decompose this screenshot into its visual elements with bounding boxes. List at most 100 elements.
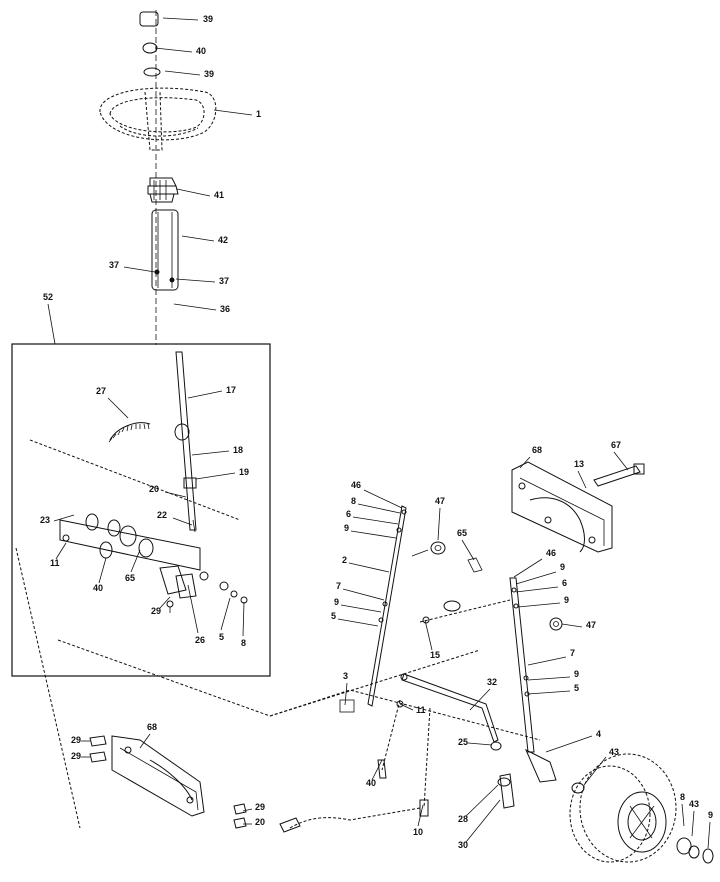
callout-label-c52: 52 [43,292,53,302]
callout-label-c43a: 43 [609,747,619,757]
callout-leader-c39b [164,70,201,76]
callout-label-c5c: 5 [574,683,579,693]
nut-part-47-left [411,541,446,557]
callout-leader-c52 [47,303,56,345]
callout-label-c5b: 5 [331,611,336,621]
callout-leader-c6b [515,586,559,593]
callout-leader-c13 [577,470,587,489]
front-wheel [569,753,677,863]
mounting-bracket-68-lower [111,735,205,817]
callout-leader-c43a [583,756,607,786]
callout-label-c29d: 29 [255,802,265,812]
callout-leader-c40c [371,759,383,781]
callout-label-c9a: 9 [344,523,349,533]
callout-leader-c27 [107,397,129,419]
callout-leader-c28 [465,784,499,817]
callout-label-c13: 13 [574,459,584,469]
callout-leader-c29d [242,808,253,812]
callout-leader-c68a [519,456,531,469]
callout-label-c28: 28 [458,814,468,824]
callout-label-c23: 23 [40,515,50,525]
callout-label-c41: 41 [214,190,224,200]
callout-label-c26: 26 [195,635,205,645]
callout-label-c37b: 37 [219,276,229,286]
callout-leader-c6a [352,516,399,525]
callout-label-c37a: 37 [109,260,119,270]
callout-leader-c25 [467,742,493,746]
callout-label-c4: 4 [596,729,601,739]
callout-leader-c43b [691,810,695,837]
callout-label-c42: 42 [218,235,228,245]
callout-label-c32: 32 [487,677,497,687]
bolt-part-29-bottom [233,803,247,815]
callout-label-c39b: 39 [204,69,214,79]
callout-label-c9c: 9 [560,562,565,572]
callout-label-c22: 22 [157,510,167,520]
callout-leader-c68b [139,733,151,749]
nut-part-47-right [549,617,563,631]
bolt-part-29-lower-b [89,751,107,763]
clip-part-25 [490,741,502,751]
steering-gear-inset [11,343,271,677]
callout-label-c29a: 29 [151,606,161,616]
callout-leader-c5b [337,618,379,627]
callout-leader-c7b [527,656,567,666]
callout-leader-c65b [461,539,475,561]
callout-label-c39a: 39 [203,14,213,24]
pivot-bar-part-23 [59,519,201,571]
callout-leader-c26 [187,584,199,634]
wheel-washers [676,837,714,864]
callout-label-c8b: 8 [351,496,356,506]
callout-label-c10: 10 [413,827,423,837]
callout-label-c25: 25 [458,737,468,747]
shaft-bushing [174,423,190,441]
callout-label-c17: 17 [226,385,236,395]
callout-label-c11a: 11 [50,558,60,568]
callout-label-c40b: 40 [93,583,103,593]
callout-leader-c9a [350,530,397,539]
steering-shaft-part-17 [175,351,197,531]
callout-label-c6a: 6 [346,509,351,519]
callout-leader-c39a [162,17,199,21]
callout-label-c65b: 65 [457,528,467,538]
callout-label-c9b: 9 [334,597,339,607]
screw-part-39-top [139,11,159,27]
callout-leader-c67 [613,451,629,471]
callout-label-c9f: 9 [708,810,713,820]
callout-label-c7b: 7 [570,648,575,658]
mounting-bracket-68 [511,461,613,553]
callout-leader-c19 [195,472,236,480]
spacer-part-65 [138,538,154,558]
callout-label-c27: 27 [96,386,106,396]
callout-leader-c41 [176,188,211,197]
callout-leader-c29a [159,596,171,609]
steering-boot [147,177,179,203]
callout-leader-c10 [417,804,424,827]
callout-leader-c4 [545,735,593,753]
callout-label-c5a: 5 [219,632,224,642]
callout-label-c1: 1 [256,109,261,119]
callout-leader-c22 [172,517,193,526]
callout-leader-c40b [98,557,107,584]
steering-arm-part-26 [159,565,187,595]
callout-label-c20b: 20 [255,817,265,827]
callout-leader-c5a [220,597,231,631]
callout-leader-c17 [187,390,223,399]
callout-label-c30: 30 [458,840,468,850]
callout-label-c47b: 47 [586,620,596,630]
callout-label-c7a: 7 [336,581,341,591]
callout-label-c46b: 46 [546,548,556,558]
bolt-part-29-lower-a [89,735,107,747]
callout-leader-c46b [513,558,543,578]
callout-label-c46a: 46 [351,480,361,490]
callout-label-c2: 2 [342,555,347,565]
insert-part-39 [143,67,161,77]
callout-leader-c37b [175,278,216,283]
callout-label-c19: 19 [239,467,249,477]
callout-label-c43b: 43 [689,799,699,809]
callout-leader-c47b [561,623,583,628]
callout-label-c9e: 9 [574,669,579,679]
callout-leader-c8c [681,803,685,827]
callout-leader-c7a [342,588,385,601]
callout-label-c11b: 11 [416,705,426,715]
